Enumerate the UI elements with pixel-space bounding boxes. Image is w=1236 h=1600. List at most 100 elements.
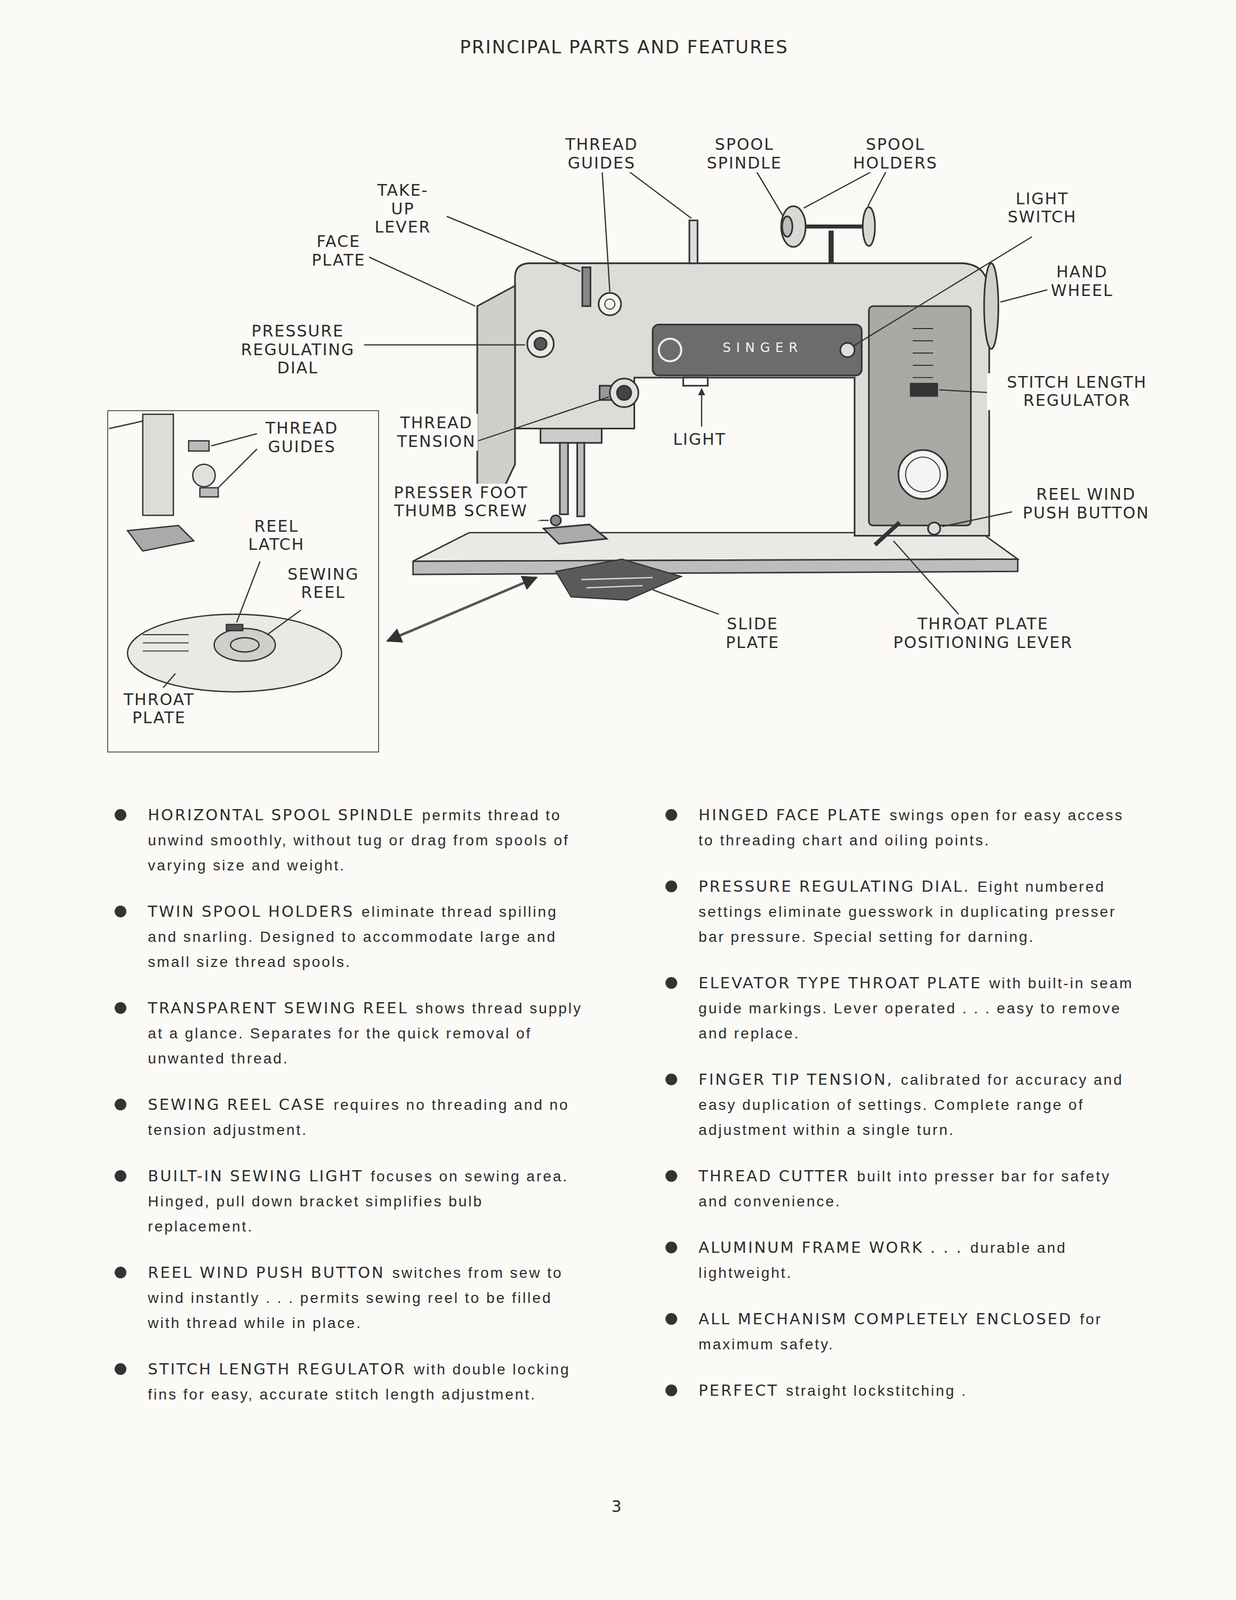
- inset-illustration: [127, 525, 194, 551]
- bullet-dot: [665, 976, 678, 989]
- bullet-dot: [665, 1241, 678, 1254]
- part-label: LIGHT SWITCH: [1005, 189, 1080, 227]
- machine-arm: [616, 385, 632, 400]
- machine-arm: [927, 522, 941, 535]
- inset-illustration: [142, 641, 189, 644]
- brand-name: SINGER: [722, 340, 804, 356]
- part-label: SLIDE PLATE: [723, 614, 782, 652]
- slide-plate: [586, 585, 643, 588]
- part-label: THROAT PLATE: [121, 690, 197, 728]
- leader-line: [364, 344, 526, 346]
- bullet-dot: [114, 1362, 127, 1375]
- part-label: SPOOL HOLDERS: [851, 135, 941, 173]
- feature-item: HORIZONTAL SPOOL SPINDLEpermits thread t…: [147, 802, 591, 878]
- inset-illustration: [214, 628, 276, 662]
- feature-heading: ALUMINUM FRAME WORK . . .: [698, 1238, 963, 1257]
- slide-plate: [581, 577, 653, 580]
- leader-line: [236, 560, 261, 623]
- bullet-dot: [665, 1169, 678, 1182]
- part-label: REEL LATCH: [246, 517, 308, 555]
- machine-arm: [912, 327, 934, 329]
- machine-arm: [875, 522, 900, 545]
- machine-arm: [515, 263, 990, 536]
- part-label: THREAD GUIDES: [263, 419, 341, 456]
- machine-arm: [527, 330, 555, 358]
- machine-arm: [576, 442, 584, 517]
- inset-illustration: [142, 633, 189, 636]
- feature-item: HINGED FACE PLATEswings open for easy ac…: [698, 802, 1142, 853]
- leader-line: [601, 163, 610, 292]
- inset-illustration: [188, 440, 210, 452]
- feature-heading: ELEVATOR TYPE THROAT PLATE: [698, 973, 982, 992]
- double-arrow: [387, 577, 537, 641]
- feature-heading: ALL MECHANISM COMPLETELY ENCLOSED: [698, 1309, 1073, 1328]
- part-label: TAKE-UP LEVER: [372, 181, 433, 237]
- part-label: THREAD TENSION: [395, 413, 479, 451]
- machine-arm: [898, 450, 948, 500]
- feature-text: straight lockstitching .: [785, 1382, 968, 1399]
- bullet-dot: [114, 1169, 127, 1182]
- machine-arm: [550, 515, 561, 526]
- bullet-dot: [665, 1384, 678, 1396]
- feature-heading: BUILT-IN SEWING LIGHT: [147, 1166, 364, 1185]
- leader-line: [163, 163, 1048, 688]
- inset-detail-box: THREAD GUIDES REEL LATCH SEWING REEL THROAT…: [107, 410, 380, 753]
- bullet-dot: [665, 1073, 678, 1086]
- machine-arm: [683, 377, 708, 386]
- machine-arm: [582, 267, 591, 307]
- leader-line: [893, 540, 959, 615]
- leader-line: [1000, 289, 1048, 302]
- feature-heading: REEL WIND PUSH BUTTON: [147, 1263, 385, 1282]
- machine-arm: [689, 220, 698, 263]
- leader-line: [211, 433, 258, 446]
- inset-illustration: [192, 464, 215, 487]
- page-title: PRINCIPAL PARTS AND FEATURES: [459, 36, 789, 58]
- inset-illustration: [109, 414, 342, 692]
- feature-item: TWIN SPOOL HOLDERSeliminate thread spill…: [147, 899, 591, 975]
- feature-heading: THREAD CUTTER: [698, 1166, 850, 1185]
- machine-arm: [652, 324, 862, 376]
- bullet-dot: [114, 1266, 127, 1279]
- leader-line: [478, 396, 609, 441]
- feature-item: ELEVATOR TYPE THROAT PLATEwith built-in …: [698, 970, 1142, 1046]
- feature-item: PRESSURE REGULATING DIAL.Eight numbered …: [698, 873, 1142, 950]
- feature-item: PERFECTstraight lockstitching .: [698, 1377, 1142, 1403]
- leader-line: [701, 388, 703, 427]
- machine-arm: [912, 340, 934, 342]
- machine-bed: [413, 558, 1018, 575]
- bullet-dot: [665, 808, 678, 821]
- part-label: HAND WHEEL: [1048, 262, 1116, 300]
- feature-heading: TRANSPARENT SEWING REEL: [147, 998, 409, 1017]
- leader-line: [368, 257, 476, 307]
- part-label: THREAD GUIDES: [563, 135, 640, 173]
- leader-line: [938, 389, 994, 393]
- inset-illustration: [142, 650, 189, 652]
- feature-item: STITCH LENGTH REGULATORwith double locki…: [147, 1356, 591, 1407]
- machine-arm: [910, 383, 938, 396]
- machine-arm: [477, 205, 999, 545]
- bullet-dot: [114, 808, 127, 821]
- machine-bed: [413, 532, 1018, 575]
- feature-item: SEWING REEL CASErequires no threading an…: [147, 1092, 591, 1143]
- feature-heading: PRESSURE REGULATING DIAL.: [698, 877, 970, 896]
- machine-arm: [912, 352, 934, 354]
- machine-arm: [559, 442, 568, 515]
- bullet-dot: [114, 1098, 127, 1111]
- feature-heading: TWIN SPOOL HOLDERS: [147, 902, 355, 921]
- leader-line: [446, 216, 581, 272]
- feature-list: HORIZONTAL SPOOL SPINDLEpermits thread t…: [147, 802, 591, 1428]
- inset-illustration: [142, 414, 174, 516]
- part-label: SEWING REEL: [285, 565, 361, 603]
- machine-arm: [659, 338, 682, 361]
- feature-item: ALUMINUM FRAME WORK . . .durable and lig…: [698, 1234, 1142, 1286]
- leader-line: [853, 236, 1033, 347]
- leader-line: [267, 610, 301, 635]
- inset-illustration: [199, 487, 219, 497]
- part-label: PRESSURE REGULATING DIAL: [238, 322, 357, 378]
- leader-line: [652, 589, 719, 615]
- part-label: REEL WIND PUSH BUTTON: [1012, 485, 1161, 523]
- machine-arm: [828, 230, 834, 263]
- machine-arm: [543, 524, 607, 544]
- machine-arm: [868, 306, 971, 526]
- machine-arm: [905, 456, 941, 492]
